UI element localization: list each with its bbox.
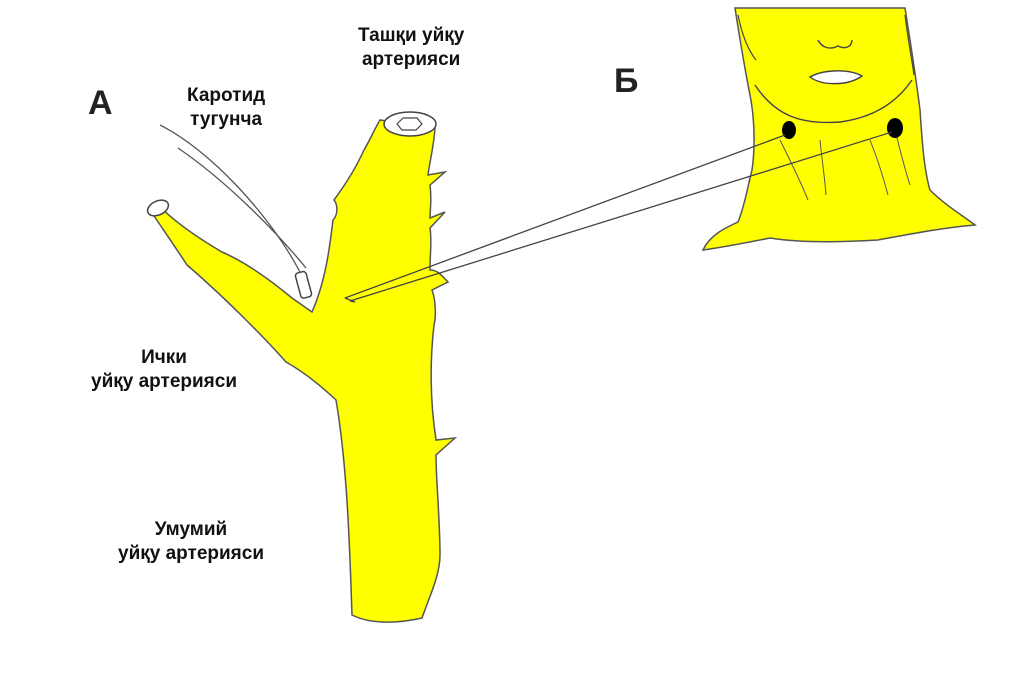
label-internal-carotid: Ички уйқу артерияси [91,346,237,394]
panel-a-letter: А [88,84,113,122]
label-common-carotid-line2: уйқу артерияси [118,543,265,564]
internal-carotid-opening [146,199,170,217]
label-common-carotid-line1: Умумий [154,519,228,540]
neck-muscle-3 [869,139,889,196]
carotid-body-shape [294,270,313,299]
label-internal-carotid-line2: уйқу артерияси [91,371,238,392]
neck-illustration [701,7,977,251]
neck-muscle-2 [819,139,827,196]
panel-b-letter: Б [614,62,639,100]
mouth-line [808,70,864,85]
label-internal-carotid-line1: Ички [141,347,187,368]
label-common-carotid: Умумий уйқу артерияси [118,518,264,566]
right-carotid-dot [887,118,903,138]
label-external-carotid: Ташқи уйқу артерияси [358,24,464,72]
neck-shape [701,7,977,251]
label-carotid-body-line1: Каротид [187,85,266,106]
carotid-body-pointer [159,124,307,273]
artery-shape [148,119,458,623]
carotid-artery-tree [146,111,458,623]
nose-line [817,39,853,49]
jaw-right [904,14,915,76]
neck-to-artery-pointer [344,131,893,303]
chin-line [754,79,913,124]
label-external-carotid-line2: артерияси [361,49,461,70]
label-external-carotid-line1: Ташқи уйқу [358,25,465,46]
label-carotid-body: Каротид тугунча [187,84,265,132]
jaw-left [737,14,757,61]
external-carotid-lumen [396,117,423,131]
neck-muscle-1 [779,139,809,201]
left-carotid-dot [782,121,796,139]
label-carotid-body-line2: тугунча [190,109,263,130]
